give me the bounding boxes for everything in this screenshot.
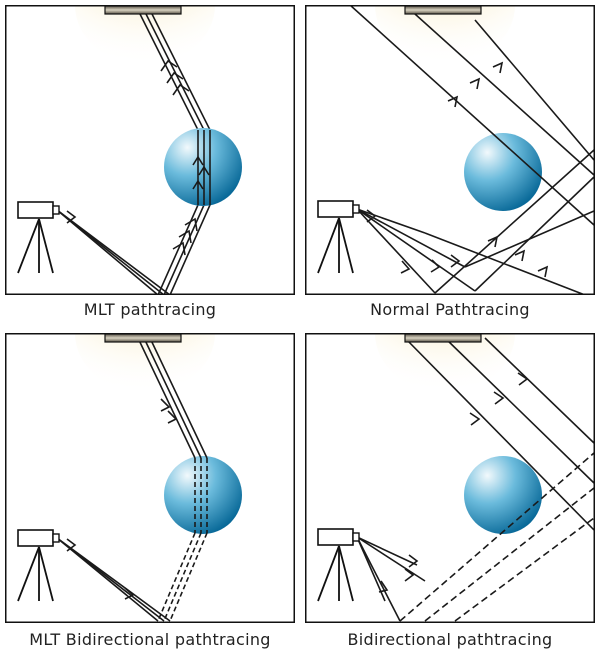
panel-mlt-pathtracing: [5, 5, 295, 295]
panel-frame: [5, 333, 295, 623]
camera-icon: [17, 529, 54, 547]
tripod-icon: [317, 545, 354, 602]
panel-frame: [305, 333, 595, 623]
light-source-icon: [104, 333, 182, 343]
light-glow: [375, 5, 515, 65]
caption-bidirectional: Bidirectional pathtracing: [347, 630, 553, 649]
caption-normal-pathtracing: Normal Pathtracing: [370, 300, 530, 319]
camera-icon: [17, 201, 54, 219]
camera-lens: [352, 532, 360, 542]
sphere-icon: [164, 456, 242, 534]
normal-pathtracing-diagram: [305, 5, 595, 295]
light-glow: [375, 333, 515, 393]
panel-mlt-bidirectional: [5, 333, 295, 623]
sphere-icon: [464, 133, 542, 211]
light-glow: [75, 333, 215, 393]
camera-lens: [352, 204, 360, 214]
camera-icon: [317, 528, 354, 546]
camera-icon: [317, 200, 354, 218]
light-source-icon: [404, 5, 482, 15]
ray-arrow-icon: [366, 61, 549, 278]
panel-frame: [305, 5, 595, 295]
sphere-icon: [464, 456, 542, 534]
bidirectional-diagram: [305, 333, 595, 623]
panel-normal-pathtracing: [305, 5, 595, 295]
panel-bidirectional: [305, 333, 595, 623]
light-source-icon: [404, 333, 482, 343]
tripod-icon: [17, 218, 54, 274]
caption-mlt-pathtracing: MLT pathtracing: [83, 300, 217, 319]
mlt-bidirectional-diagram: [5, 333, 295, 623]
light-source-icon: [104, 5, 182, 15]
panel-frame: [5, 5, 295, 295]
light-glow: [75, 5, 215, 65]
ray-arrow-icon: [66, 398, 178, 600]
tripod-icon: [317, 217, 354, 274]
camera-lens: [52, 533, 60, 543]
caption-mlt-bidirectional: MLT Bidirectional pathtracing: [29, 630, 271, 649]
camera-lens: [52, 205, 60, 215]
ray-arrow-icon: [66, 59, 210, 256]
mlt-pathtracing-diagram: [5, 5, 295, 295]
tripod-icon: [17, 546, 54, 602]
ray-arrow-icon: [378, 372, 529, 593]
sphere-icon: [164, 128, 242, 206]
